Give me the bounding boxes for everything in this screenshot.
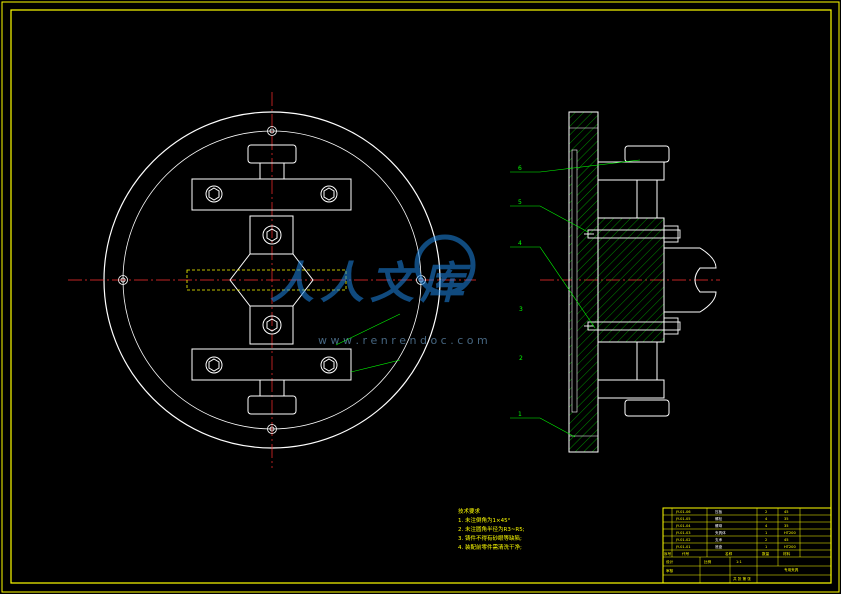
inner-frame	[10, 9, 832, 584]
technical-notes: 技术要求 1. 未注倒角为1×45° 2. 未注圆角半径为R3~R5; 3. 铸…	[458, 507, 525, 551]
workpiece-dashed	[186, 269, 347, 291]
leader-lines	[335, 159, 641, 438]
part-code-5: JY-01-05	[675, 517, 691, 521]
part-name-6: 压板	[715, 509, 723, 514]
header-name: 名称	[725, 551, 733, 556]
notes-line-1: 1. 未注倒角为1×45°	[458, 516, 511, 524]
header-qty: 数量	[762, 551, 770, 556]
callout-1: 1	[518, 411, 522, 418]
header-seq: 序号	[664, 551, 672, 556]
part-qty-2: 2	[765, 538, 767, 542]
part-code-1: JY-01-01	[675, 545, 691, 549]
watermark-url: w w w . r e n r e n d o c . c o m	[318, 334, 488, 347]
part-code-2: JY-01-02	[675, 538, 691, 542]
part-qty-4: 4	[765, 524, 768, 528]
sheet-label: 共 张 第 张	[733, 576, 751, 581]
clamp-jaw	[663, 247, 717, 313]
watermark: 人人文库 w w w . r e n r e n d o c . c o m	[270, 234, 488, 347]
notes-title: 技术要求	[458, 507, 481, 515]
callout-6: 6	[518, 165, 522, 172]
part-mat-2: 45	[784, 538, 789, 542]
part-name-2: 支承	[715, 537, 723, 542]
bottom-clamp	[191, 305, 352, 415]
header-mat: 材料	[783, 551, 791, 556]
drawing-title: 专用夹具	[784, 567, 799, 572]
part-qty-1: 1	[765, 545, 767, 549]
part-mat-6: 45	[784, 510, 789, 514]
upper-press-plate	[597, 145, 670, 219]
part-mat-1: HT200	[784, 545, 796, 549]
part-qty-6: 2	[765, 510, 767, 514]
part-qty-5: 4	[765, 517, 768, 521]
notes-line-4: 4. 装配前零件需清洗干净;	[458, 543, 522, 551]
part-name-4: 螺母	[715, 523, 723, 528]
notes-line-3: 3. 铸件不得有砂眼等缺陷;	[458, 534, 522, 542]
watermark-logo-ring	[414, 234, 476, 296]
header-code: 代号	[682, 551, 690, 556]
part-name-1: 底盘	[715, 544, 723, 549]
part-code-3: JY-01-03	[675, 531, 691, 535]
part-name-3: 夹具体	[715, 530, 726, 535]
side-bolts	[584, 225, 681, 335]
top-clamp	[191, 144, 352, 255]
part-code-4: JY-01-04	[675, 524, 691, 528]
lower-press-plate	[597, 341, 670, 417]
part-name-5: 螺栓	[715, 516, 723, 521]
callout-3: 3	[519, 306, 523, 313]
notes-line-2: 2. 未注圆角半径为R3~R5;	[458, 525, 525, 533]
part-qty-3: 1	[765, 531, 767, 535]
designer-label: 设计	[666, 559, 674, 564]
part-mat-4: 35	[784, 524, 789, 528]
title-block: JY-01-06 压板 2 45 JY-01-05 螺栓 4 35 JY-01-…	[662, 507, 832, 584]
part-mat-3: HT200	[784, 531, 796, 535]
callout-5: 5	[518, 199, 522, 206]
fixture-body-section	[597, 217, 665, 343]
scale-value: 1:1	[736, 560, 742, 564]
scale-label: 比例	[704, 559, 712, 564]
callout-4: 4	[518, 240, 522, 247]
checker-label: 审核	[666, 568, 674, 573]
side-view	[540, 111, 720, 453]
callout-2: 2	[519, 355, 523, 362]
watermark-brand: 人人文库	[270, 258, 471, 309]
base-plate-groove	[571, 149, 578, 413]
part-mat-5: 35	[784, 517, 789, 521]
part-code-6: JY-01-06	[675, 510, 691, 514]
